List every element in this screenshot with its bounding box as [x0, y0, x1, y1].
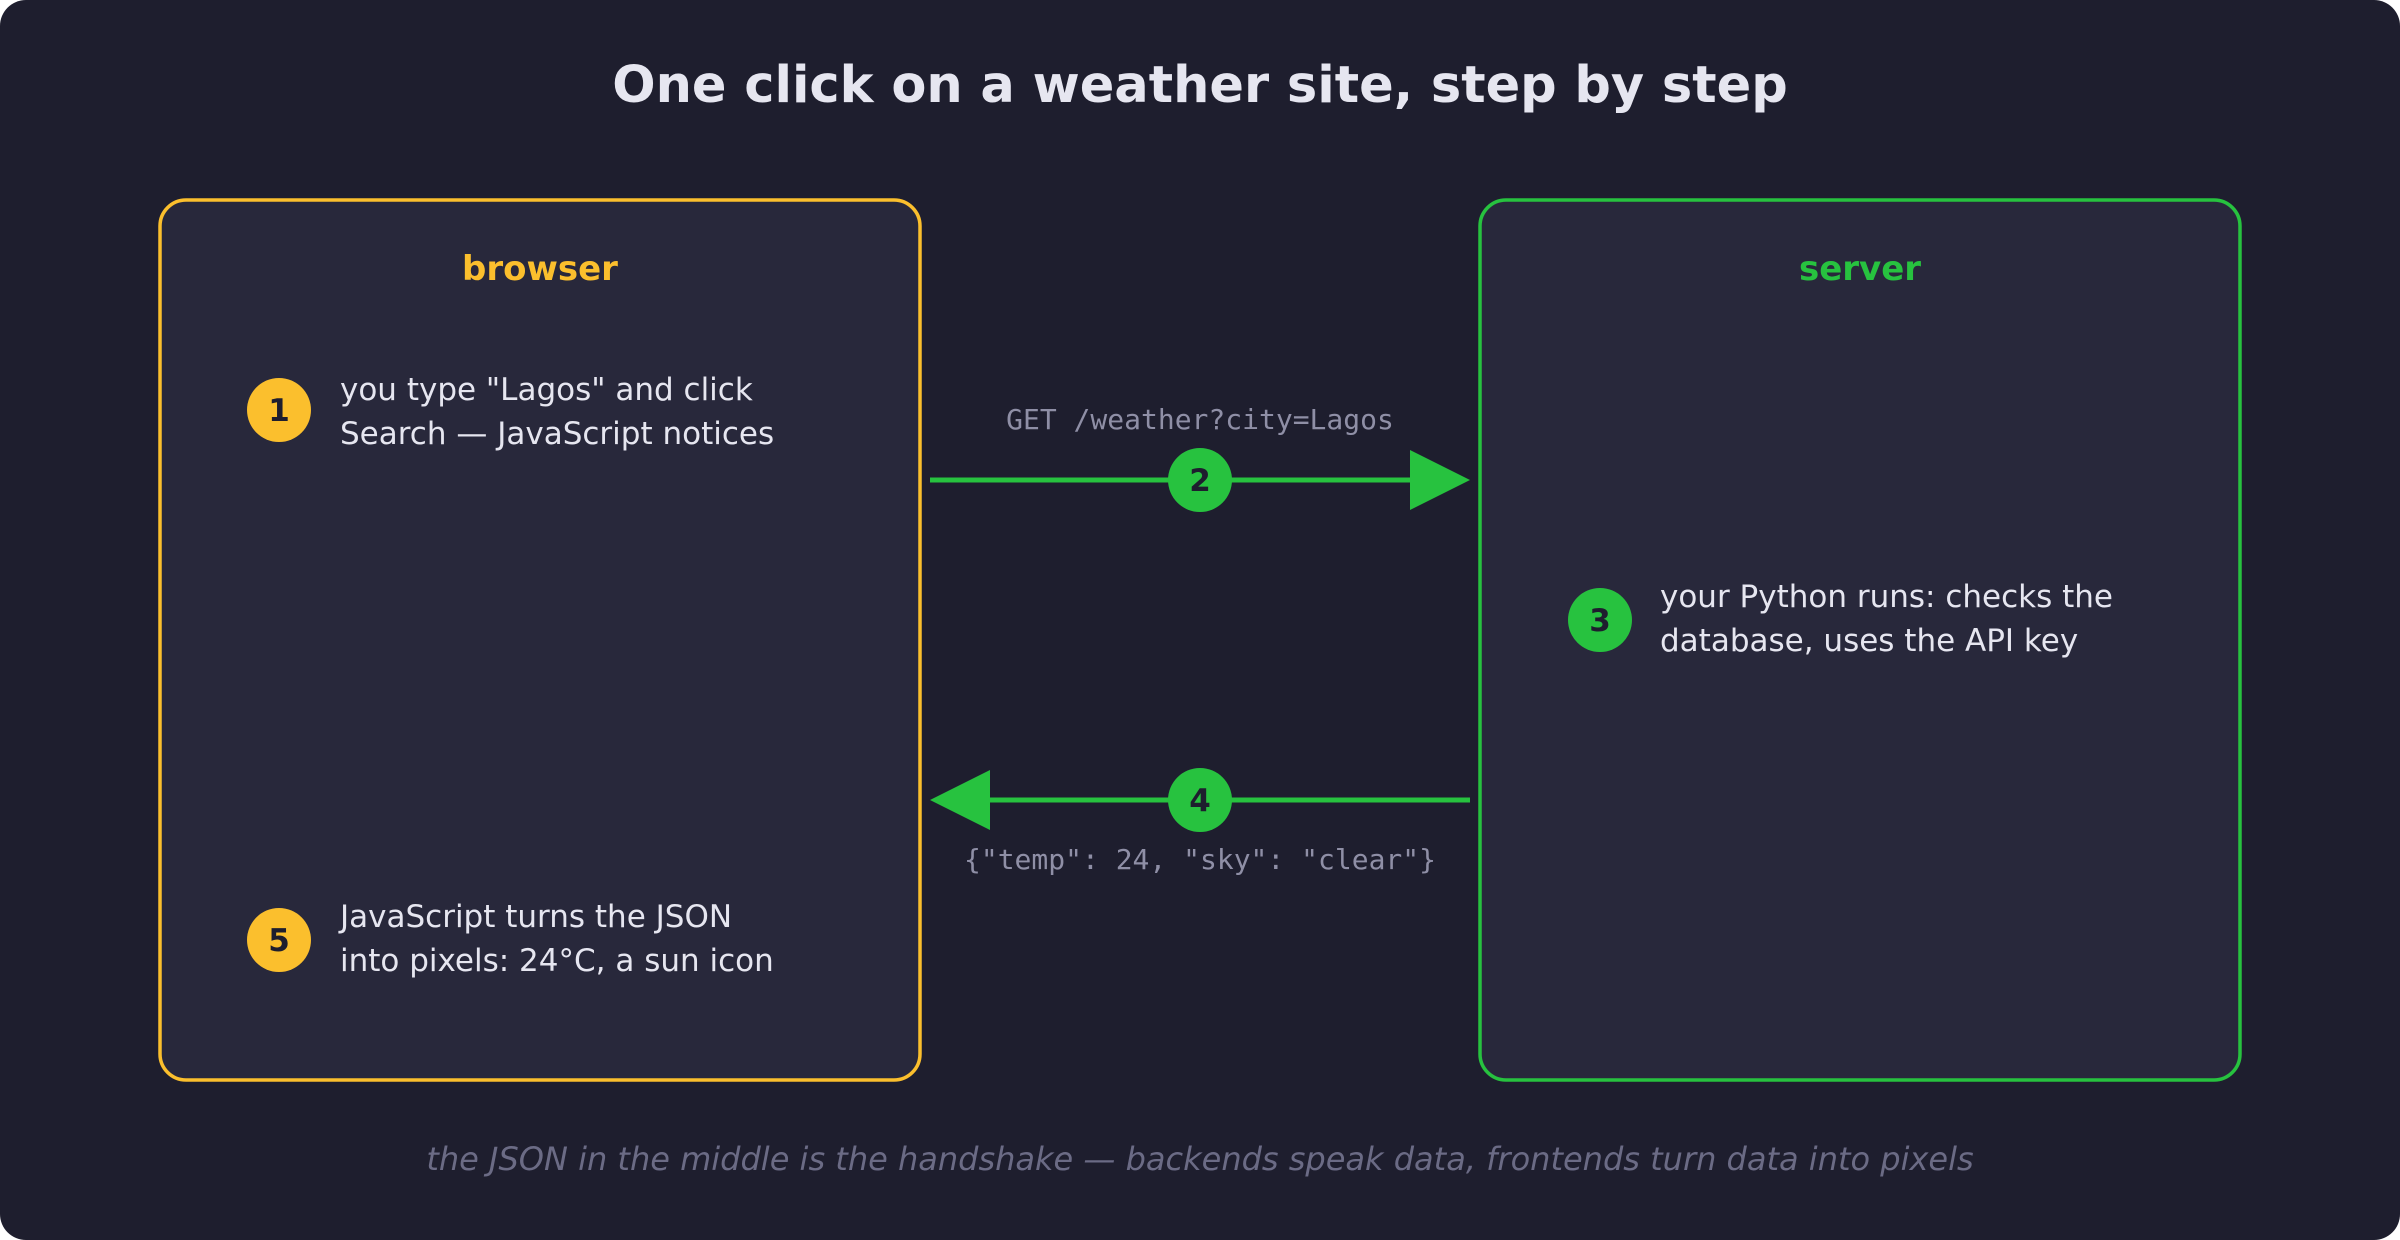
server-panel-box [1478, 198, 2242, 1082]
step-4-badge [1168, 768, 1232, 832]
step-4-number: 4 [1189, 783, 1211, 819]
step-5-badge [247, 908, 311, 972]
diagram-title: One click on a weather site, step by ste… [612, 56, 1788, 115]
browser-panel-title: browser [462, 249, 618, 289]
step-3-text-line-2: database, uses the API key [1660, 623, 2078, 659]
step-2-number: 2 [1189, 463, 1211, 499]
server-panel-title: server [1799, 249, 1921, 289]
footer-caption: the JSON in the middle is the handshake … [426, 1140, 1973, 1178]
step-5: 5 JavaScript turns the JSON into pixels:… [247, 899, 774, 979]
step-3: 3 your Python runs: checks the database,… [1568, 579, 2113, 659]
step-1-text-line-1: you type "Lagos" and click [340, 372, 753, 408]
response-arrow: 4 {"temp": 24, "sky": "clear"} [930, 768, 1470, 876]
response-arrow-head [930, 770, 990, 830]
browser-panel: browser 1 you type "Lagos" and click Sea… [158, 198, 922, 1082]
step-3-number: 3 [1589, 603, 1611, 639]
request-label: GET /weather?city=Lagos [1006, 403, 1394, 436]
response-label: {"temp": 24, "sky": "clear"} [964, 843, 1436, 876]
step-1: 1 you type "Lagos" and click Search — Ja… [247, 372, 774, 452]
step-1-number: 1 [268, 393, 290, 429]
step-5-number: 5 [268, 923, 290, 959]
step-3-badge [1568, 588, 1632, 652]
step-5-text-line-1: JavaScript turns the JSON [338, 899, 732, 935]
step-1-text-line-2: Search — JavaScript notices [340, 416, 774, 452]
step-2-badge [1168, 448, 1232, 512]
request-arrow-head [1410, 450, 1470, 510]
browser-panel-box [158, 198, 922, 1082]
step-3-text-line-1: your Python runs: checks the [1660, 579, 2113, 615]
step-5-text-line-2: into pixels: 24°C, a sun icon [340, 943, 774, 979]
request-arrow: GET /weather?city=Lagos 2 [930, 403, 1470, 512]
step-1-badge [247, 378, 311, 442]
server-panel: server 3 your Python runs: checks the da… [1478, 198, 2242, 1082]
